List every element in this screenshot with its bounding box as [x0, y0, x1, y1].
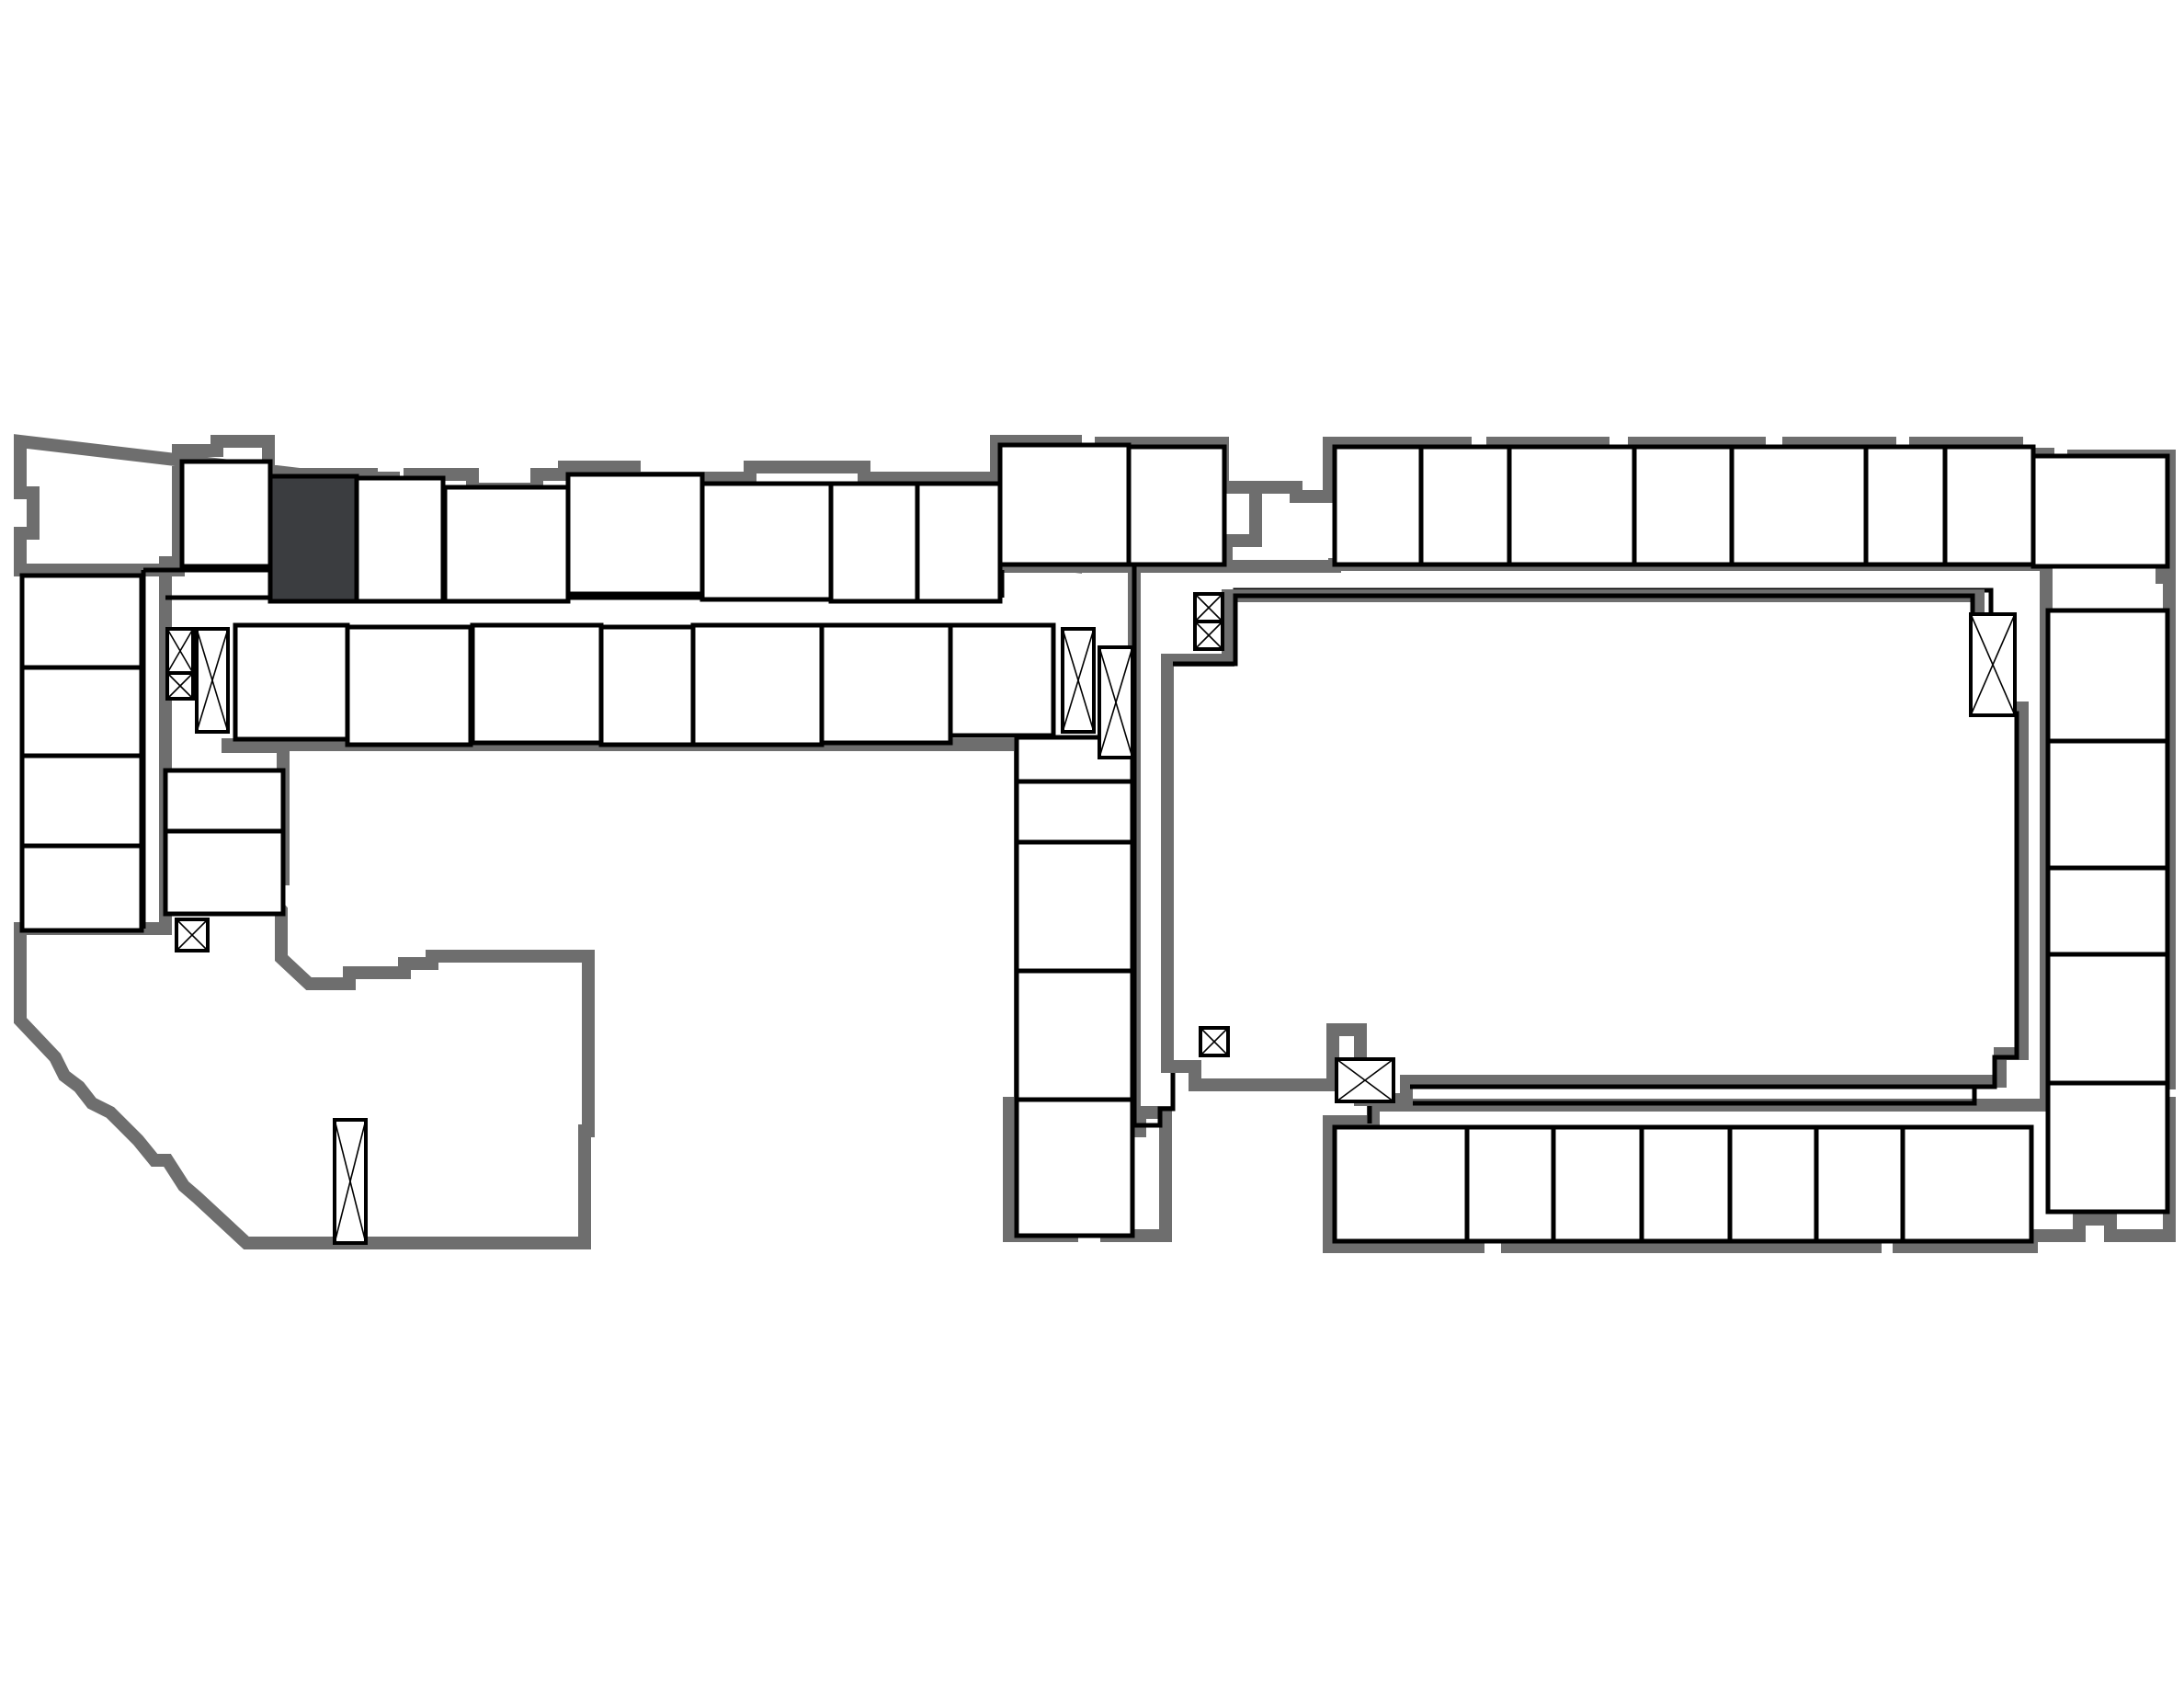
shaft-cross — [334, 1119, 367, 1244]
unit[interactable] — [997, 442, 1132, 567]
elevator-shaft — [195, 627, 230, 734]
unit[interactable] — [2045, 738, 2170, 871]
unit[interactable] — [819, 622, 953, 746]
unit[interactable] — [354, 475, 446, 604]
unit[interactable] — [1464, 1124, 1556, 1244]
elevator-shaft — [1098, 645, 1134, 759]
units — [19, 442, 2170, 1244]
unit[interactable] — [948, 622, 1056, 738]
unit[interactable] — [700, 481, 834, 602]
unit[interactable] — [598, 624, 696, 747]
unit[interactable] — [470, 622, 604, 746]
shaft-cross — [1336, 1058, 1394, 1102]
unit[interactable] — [1814, 1124, 1905, 1244]
unit[interactable] — [915, 481, 1003, 604]
shaft-cross — [176, 918, 209, 952]
unit[interactable] — [1014, 1097, 1135, 1238]
unit[interactable] — [2045, 952, 2170, 1086]
unit[interactable] — [690, 622, 825, 747]
unit[interactable] — [1942, 444, 2036, 567]
elevator-shaft — [1969, 612, 2017, 717]
shaft-cross — [1194, 621, 1223, 650]
selected-unit[interactable] — [267, 473, 359, 604]
shaft-cross — [166, 628, 194, 674]
shaft-cross — [1062, 628, 1095, 733]
shaft-cross — [1194, 593, 1223, 622]
shaft-cross — [1200, 1027, 1229, 1056]
elevator-shaft — [1199, 1026, 1230, 1057]
elevator-shaft — [1193, 620, 1224, 651]
shaft-cross — [196, 628, 229, 733]
unit[interactable] — [19, 753, 144, 849]
unit[interactable] — [179, 459, 273, 569]
elevator-shaft — [333, 1118, 368, 1245]
elevator-shaft — [1193, 592, 1224, 623]
unit[interactable] — [1332, 444, 1424, 567]
elevator-shaft — [1335, 1057, 1395, 1103]
unit[interactable] — [2045, 1080, 2170, 1215]
unit[interactable] — [19, 843, 144, 933]
unit[interactable] — [345, 624, 473, 747]
unit[interactable] — [233, 622, 350, 742]
elevator-shaft — [165, 671, 195, 701]
unit[interactable] — [565, 472, 705, 597]
unit[interactable] — [19, 573, 144, 670]
unit[interactable] — [1014, 779, 1135, 845]
unit[interactable] — [1332, 1124, 1470, 1244]
unit[interactable] — [1863, 444, 1948, 567]
unit[interactable] — [1507, 444, 1637, 567]
unit[interactable] — [442, 485, 571, 604]
shaft-cross — [166, 672, 194, 700]
courtyard — [1161, 589, 2029, 1106]
shaft-cross — [1098, 646, 1133, 758]
elevator-shaft — [1061, 627, 1096, 734]
unit[interactable] — [2045, 865, 2170, 957]
unit[interactable] — [163, 828, 286, 917]
unit[interactable] — [1418, 444, 1512, 567]
unit[interactable] — [1014, 968, 1135, 1102]
unit[interactable] — [1551, 1124, 1644, 1244]
unit[interactable] — [1639, 1124, 1733, 1244]
shaft-cross — [1970, 613, 2016, 716]
unit[interactable] — [19, 665, 144, 758]
shafts — [165, 592, 2017, 1245]
unit[interactable] — [1729, 444, 1869, 567]
unit[interactable] — [1900, 1124, 2034, 1244]
unit[interactable] — [828, 481, 920, 604]
elevator-shaft — [165, 627, 195, 675]
unit[interactable] — [1014, 839, 1135, 974]
unit[interactable] — [1126, 444, 1227, 567]
unit[interactable] — [2030, 453, 2170, 569]
unit[interactable] — [1632, 444, 1735, 567]
elevator-shaft — [175, 918, 210, 952]
unit[interactable] — [2045, 608, 2170, 744]
unit[interactable] — [1727, 1124, 1819, 1244]
